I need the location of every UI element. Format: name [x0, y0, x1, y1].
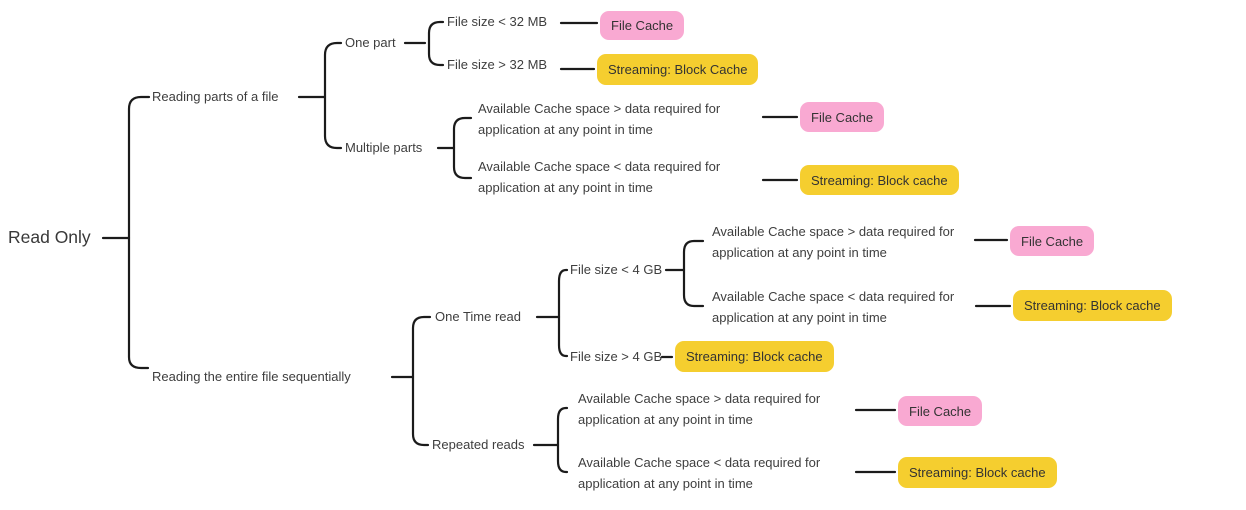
condition-cache-gt-fs-lt-4gb: Available Cache space > data required fo… [712, 221, 954, 263]
connector-one-time-read-bracket [557, 268, 569, 358]
condition-cache-lt-repeated-reads: Available Cache space < data required fo… [578, 452, 820, 494]
connector-reading-parts-bracket [323, 41, 343, 150]
node-read-only: Read Only [8, 227, 91, 247]
condition-cache-lt-fs-lt-4gb: Available Cache space < data required fo… [712, 286, 954, 328]
connector-root-bracket [127, 95, 151, 370]
node-reading-parts-of-a-file: Reading parts of a file [152, 89, 279, 104]
leaf-streaming-block-cache-multiple-parts: Streaming: Block cache [800, 165, 959, 195]
condition-cache-lt-multiple-parts: Available Cache space < data required fo… [478, 156, 720, 198]
condition-cache-gt-multiple-parts: Available Cache space > data required fo… [478, 98, 720, 140]
node-file-size-gt-4gb: File size > 4 GB [570, 349, 663, 364]
condition-line-2: application at any point in time [578, 476, 753, 491]
connector-fs-lt-4-bracket [682, 239, 705, 308]
node-one-part: One part [345, 35, 396, 50]
condition-line-2: application at any point in time [578, 412, 753, 427]
leaf-file-cache-multiple-parts: File Cache [800, 102, 885, 132]
condition-line-2: application at any point in time [478, 122, 653, 137]
condition-line-2: application at any point in time [478, 180, 653, 195]
node-file-size-lt-32mb: File size < 32 MB [447, 14, 548, 29]
condition-line-2: application at any point in time [712, 310, 887, 325]
condition-cache-gt-repeated-reads: Available Cache space > data required fo… [578, 388, 820, 430]
leaf-file-cache-fs-lt-4gb: File Cache [1010, 226, 1095, 256]
condition-line-1: Available Cache space < data required fo… [712, 289, 955, 304]
condition-line-1: Available Cache space < data required fo… [578, 455, 821, 470]
node-repeated-reads: Repeated reads [432, 437, 525, 452]
condition-line-1: Available Cache space > data required fo… [578, 391, 821, 406]
leaf-streaming-block-cache-fs-gt-4gb: Streaming: Block cache [675, 341, 834, 372]
leaf-file-cache-one-part: File Cache [600, 11, 685, 40]
node-multiple-parts: Multiple parts [345, 140, 423, 155]
condition-line-1: Available Cache space < data required fo… [478, 159, 721, 174]
leaf-streaming-block-cache-repeated-reads: Streaming: Block cache [898, 457, 1057, 488]
node-file-size-gt-32mb: File size > 32 MB [447, 57, 548, 72]
connector-repeated-reads-bracket [556, 406, 569, 474]
condition-line-2: application at any point in time [712, 245, 887, 260]
leaf-streaming-block-cache-one-part: Streaming: Block Cache [597, 54, 759, 85]
leaf-streaming-block-cache-fs-lt-4gb: Streaming: Block cache [1013, 290, 1172, 321]
condition-line-1: Available Cache space > data required fo… [478, 101, 721, 116]
node-reading-entire-file-sequentially: Reading the entire file sequentially [152, 369, 351, 384]
condition-line-1: Available Cache space > data required fo… [712, 224, 955, 239]
leaf-file-cache-repeated-reads: File Cache [898, 396, 983, 426]
node-file-size-lt-4gb: File size < 4 GB [570, 262, 663, 277]
connector-multiple-parts-bracket [452, 116, 473, 180]
node-one-time-read: One Time read [435, 309, 521, 324]
connector-one-part-bracket [427, 20, 445, 67]
connector-reading-entire-bracket [411, 315, 432, 447]
